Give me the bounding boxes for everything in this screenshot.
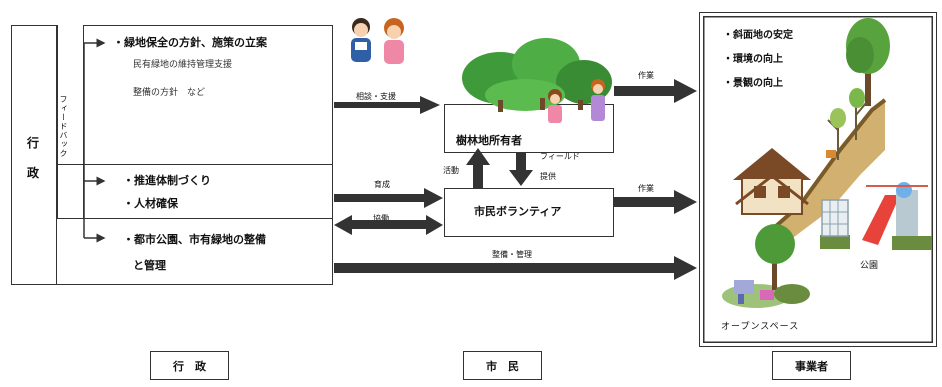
park-maintenance-line2: と管理 [133, 259, 166, 272]
row-divider-2 [57, 218, 333, 219]
label-kyodo: 協働 [373, 214, 389, 223]
benefit-landscape: ・景観の向上 [723, 78, 783, 89]
owner-box [444, 104, 614, 153]
policy-sub-2: 整備の方針 など [133, 88, 206, 98]
policy-sub-1: 民有緑地の維持管理支援 [133, 60, 233, 70]
label-sakugyo-top: 作業 [638, 71, 654, 80]
open-space-label: オープンスペース [721, 322, 800, 332]
arrow-sakugyo-mid [614, 190, 697, 214]
feedback-connector [83, 38, 106, 243]
label-teikyo: 提供 [540, 172, 556, 181]
owner-label: 樹林地所有者 [456, 134, 522, 147]
feedback-label: フィードバック [59, 95, 68, 158]
volunteer-label: 市民ボランティア [474, 205, 562, 218]
label-field: フィールド [540, 152, 580, 161]
arrow-kyodo [334, 215, 443, 235]
footer-jigyosha: 事業者 [772, 351, 851, 380]
label-seibi-kanri: 整備・管理 [492, 250, 532, 259]
footer-shimin: 市 民 [463, 351, 542, 380]
park-maintenance-line1: ・都市公園、市有緑地の整備 [123, 233, 266, 246]
label-ikusei: 育成 [374, 180, 390, 189]
feedback-column [57, 25, 84, 218]
forest-illustration [462, 38, 612, 123]
arrow-field [509, 153, 533, 186]
row-divider-1 [57, 164, 333, 165]
flow-arrows [334, 79, 697, 280]
system-building: ・推進体制づくり [123, 174, 211, 187]
policy-title: ・緑地保全の方針、施策の立案 [113, 36, 267, 49]
label-katsudo: 活動 [443, 166, 459, 175]
open-space-illustration [722, 224, 810, 308]
footer-gyosei: 行 政 [150, 351, 229, 380]
gyosei-label-char-1: 行 [27, 136, 40, 150]
arrow-consult [334, 96, 440, 114]
label-sakugyo-mid: 作業 [638, 184, 654, 193]
arrow-seibi [334, 256, 697, 280]
gyosei-label-char-2: 政 [27, 166, 40, 180]
slope-illustration [733, 18, 890, 242]
park-label: 公園 [860, 261, 879, 271]
volunteer-box [444, 188, 614, 237]
arrow-katsudo [466, 148, 490, 188]
label-consult-support: 相談・支援 [356, 92, 396, 101]
arrow-sakugyo-top [614, 79, 697, 103]
officials-illustration [351, 18, 404, 64]
benefit-slope: ・斜面地の安定 [723, 30, 793, 41]
park-illustration [820, 182, 932, 250]
arrow-ikusei [334, 188, 443, 208]
talent-securing: ・人材確保 [123, 197, 178, 210]
benefit-environment: ・環境の向上 [723, 54, 783, 65]
gyosei-label-column [11, 25, 57, 285]
